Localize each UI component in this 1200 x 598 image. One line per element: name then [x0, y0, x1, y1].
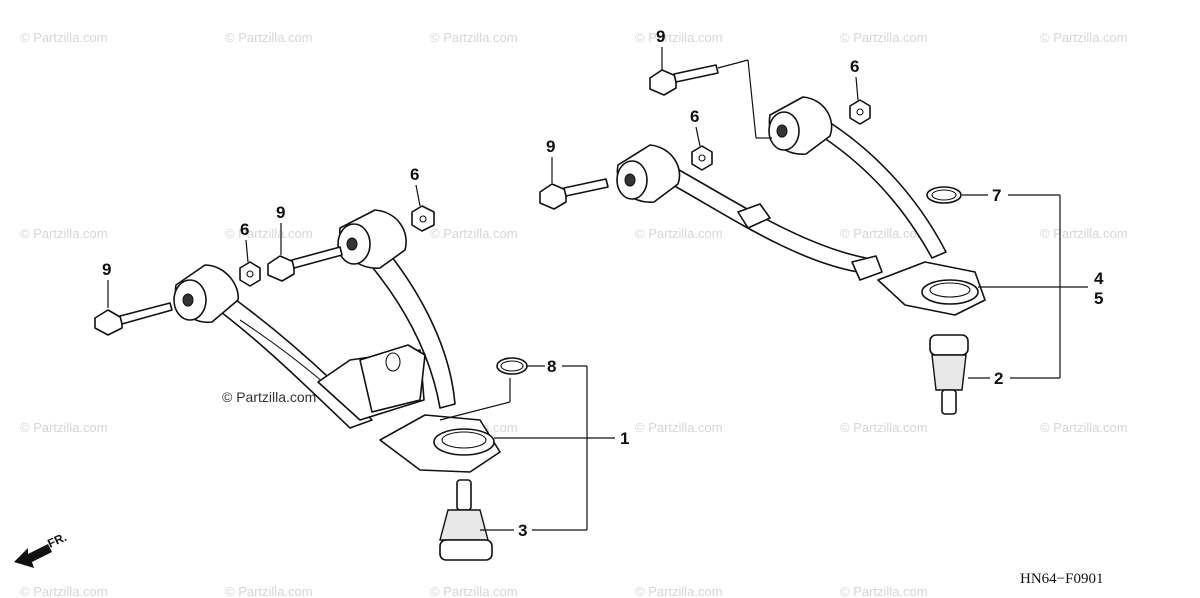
left-ball-joint — [439, 479, 493, 561]
right-callouts: 9 6 9 6 7 4 5 2 — [546, 27, 1104, 388]
right-housing-bore — [929, 282, 971, 298]
callout-left-ball-joint: 3 — [518, 521, 527, 540]
callout-right-arm-a: 4 — [1094, 269, 1104, 288]
left-housing-bore — [441, 431, 487, 449]
left-callouts: 9 6 9 6 8 1 3 — [102, 165, 629, 540]
callout-right-bolt-mid: 9 — [546, 137, 555, 156]
callout-right-ball-joint: 2 — [994, 369, 1003, 388]
left-nut-outer — [239, 261, 261, 287]
callout-left-bolt-inner: 9 — [276, 203, 285, 222]
callout-left-nut-inner: 6 — [410, 165, 419, 184]
watermark: © Partzilla.com — [840, 226, 928, 241]
watermark: © Partzilla.com — [20, 30, 108, 45]
watermark: © Partzilla.com — [20, 226, 108, 241]
watermark: © Partzilla.com — [840, 30, 928, 45]
watermark: © Partzilla.com — [1040, 226, 1128, 241]
left-ball-joint-housing — [433, 428, 495, 456]
callout-left-snap-ring: 8 — [547, 357, 556, 376]
right-bolt-top — [649, 64, 719, 96]
watermark: © Partzilla.com — [430, 584, 518, 598]
watermark: © Partzilla.com — [225, 30, 313, 45]
watermark: © Partzilla.com — [635, 584, 723, 598]
right-ball-joint-housing — [921, 279, 979, 305]
watermark: © Partzilla.com — [225, 584, 313, 598]
right-nut-top — [849, 99, 871, 125]
right-nut-mid — [691, 145, 713, 171]
watermark: © Partzilla.com — [635, 30, 723, 45]
right-tube-clamp-rear — [851, 255, 883, 281]
front-direction-arrow: FR. — [14, 530, 69, 568]
arrow-icon — [14, 544, 52, 568]
callout-right-nut-mid: 6 — [690, 107, 699, 126]
left-nut-inner — [411, 205, 435, 232]
callout-right-bolt-top: 9 — [656, 27, 665, 46]
watermark: © Partzilla.com — [1040, 30, 1128, 45]
callout-right-nut-top: 6 — [850, 57, 859, 76]
left-arm-assembly — [94, 205, 528, 561]
callout-left-nut-outer: 6 — [240, 220, 249, 239]
callout-left-arm: 1 — [620, 429, 629, 448]
watermark: © Partzilla.com — [840, 420, 928, 435]
watermark: © Partzilla.com — [20, 584, 108, 598]
diagram-code: HN64−F0901 — [1020, 571, 1103, 587]
watermark: © Partzilla.com — [635, 420, 723, 435]
left-bushing-front-bore — [182, 293, 194, 307]
left-arm-bracket — [359, 344, 426, 413]
right-arm-tube-rear — [811, 119, 947, 259]
left-arm-tube-rear — [367, 251, 456, 409]
left-bolt-outer — [94, 302, 173, 336]
right-ball-joint — [929, 334, 969, 415]
watermark: © Partzilla.com — [840, 584, 928, 598]
callout-left-bolt-outer: 9 — [102, 260, 111, 279]
right-bolt-mid — [539, 178, 609, 210]
left-bolt-inner — [267, 246, 343, 282]
watermark: © Partzilla.com — [635, 226, 723, 241]
watermark: © Partzilla.com — [430, 30, 518, 45]
watermark: © Partzilla.com — [1040, 420, 1128, 435]
watermark-dark: © Partzilla.com — [222, 389, 316, 405]
left-bracket-hole — [385, 352, 401, 372]
left-bushing-rear-bore — [346, 237, 358, 251]
watermark: © Partzilla.com — [430, 226, 518, 241]
direction-label: FR. — [45, 530, 68, 551]
watermark: © Partzilla.com — [20, 420, 108, 435]
callout-right-snap-ring: 7 — [992, 186, 1001, 205]
callout-right-arm-b: 5 — [1094, 289, 1103, 308]
right-tube-clamp-front — [737, 203, 771, 229]
watermark: © Partzilla.com — [225, 226, 313, 241]
